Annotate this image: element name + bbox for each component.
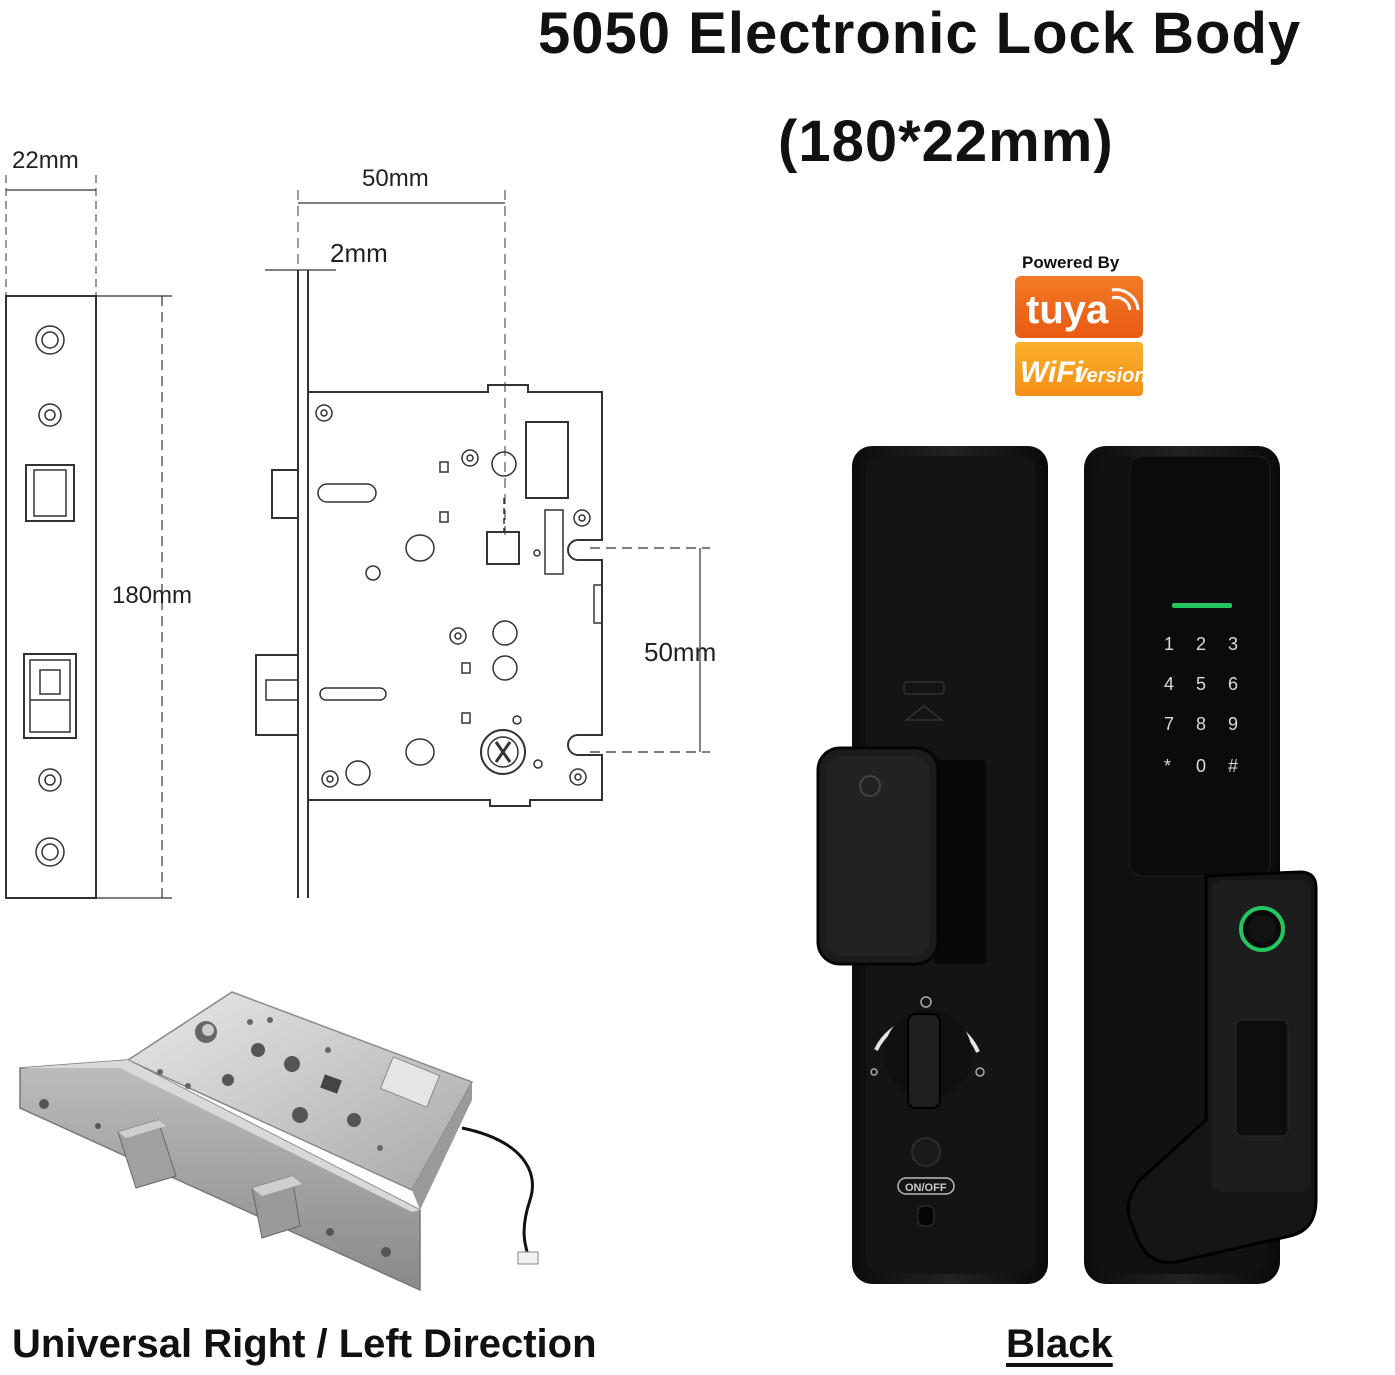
key-5: 5: [1196, 674, 1206, 694]
smart-lock-front-panel: 1 2 3 4 5 6 7 8 9 * 0 #: [1084, 446, 1318, 1284]
onoff-label: ON/OFF: [905, 1182, 947, 1194]
key-0: 0: [1196, 756, 1206, 776]
keypad: 1 2 3 4 5 6 7 8 9 * 0 #: [1164, 634, 1238, 776]
smart-lock-back-panel: ON/OFF: [816, 446, 1048, 1284]
tuya-badge: Powered By tuya WiFi Version: [1015, 253, 1147, 396]
dim-faceplate-height: 180mm: [112, 582, 192, 609]
direction-caption: Universal Right / Left Direction: [12, 1322, 597, 1366]
key-7: 7: [1164, 714, 1174, 734]
key-4: 4: [1164, 674, 1174, 694]
page-title: 5050 Electronic Lock Body: [538, 1, 1302, 66]
powered-by-label: Powered By: [1022, 253, 1120, 272]
dim-body-depth: 50mm: [362, 165, 429, 192]
key-8: 8: [1196, 714, 1206, 734]
dim-hole-spacing: 50mm: [644, 637, 716, 667]
faceplate-drawing: [5, 175, 172, 899]
key-1: 1: [1164, 634, 1174, 654]
version-label: Version: [1074, 365, 1147, 387]
key-3: 3: [1228, 634, 1238, 654]
lockbody-drawing: [255, 190, 710, 898]
key-2: 2: [1196, 634, 1206, 654]
wifi-label: WiFi: [1020, 356, 1084, 389]
page-subtitle: (180*22mm): [778, 109, 1114, 174]
steel-lockbody-image: [19, 991, 539, 1292]
key-star: *: [1164, 756, 1171, 776]
dim-faceplate-width: 22mm: [12, 147, 79, 174]
key-9: 9: [1228, 714, 1238, 734]
dim-plate-thickness: 2mm: [330, 238, 388, 268]
tuya-logo-text: tuya: [1026, 288, 1109, 332]
key-6: 6: [1228, 674, 1238, 694]
key-hash: #: [1228, 756, 1238, 776]
color-caption: Black: [1006, 1322, 1113, 1366]
status-indicator: [1172, 603, 1232, 608]
